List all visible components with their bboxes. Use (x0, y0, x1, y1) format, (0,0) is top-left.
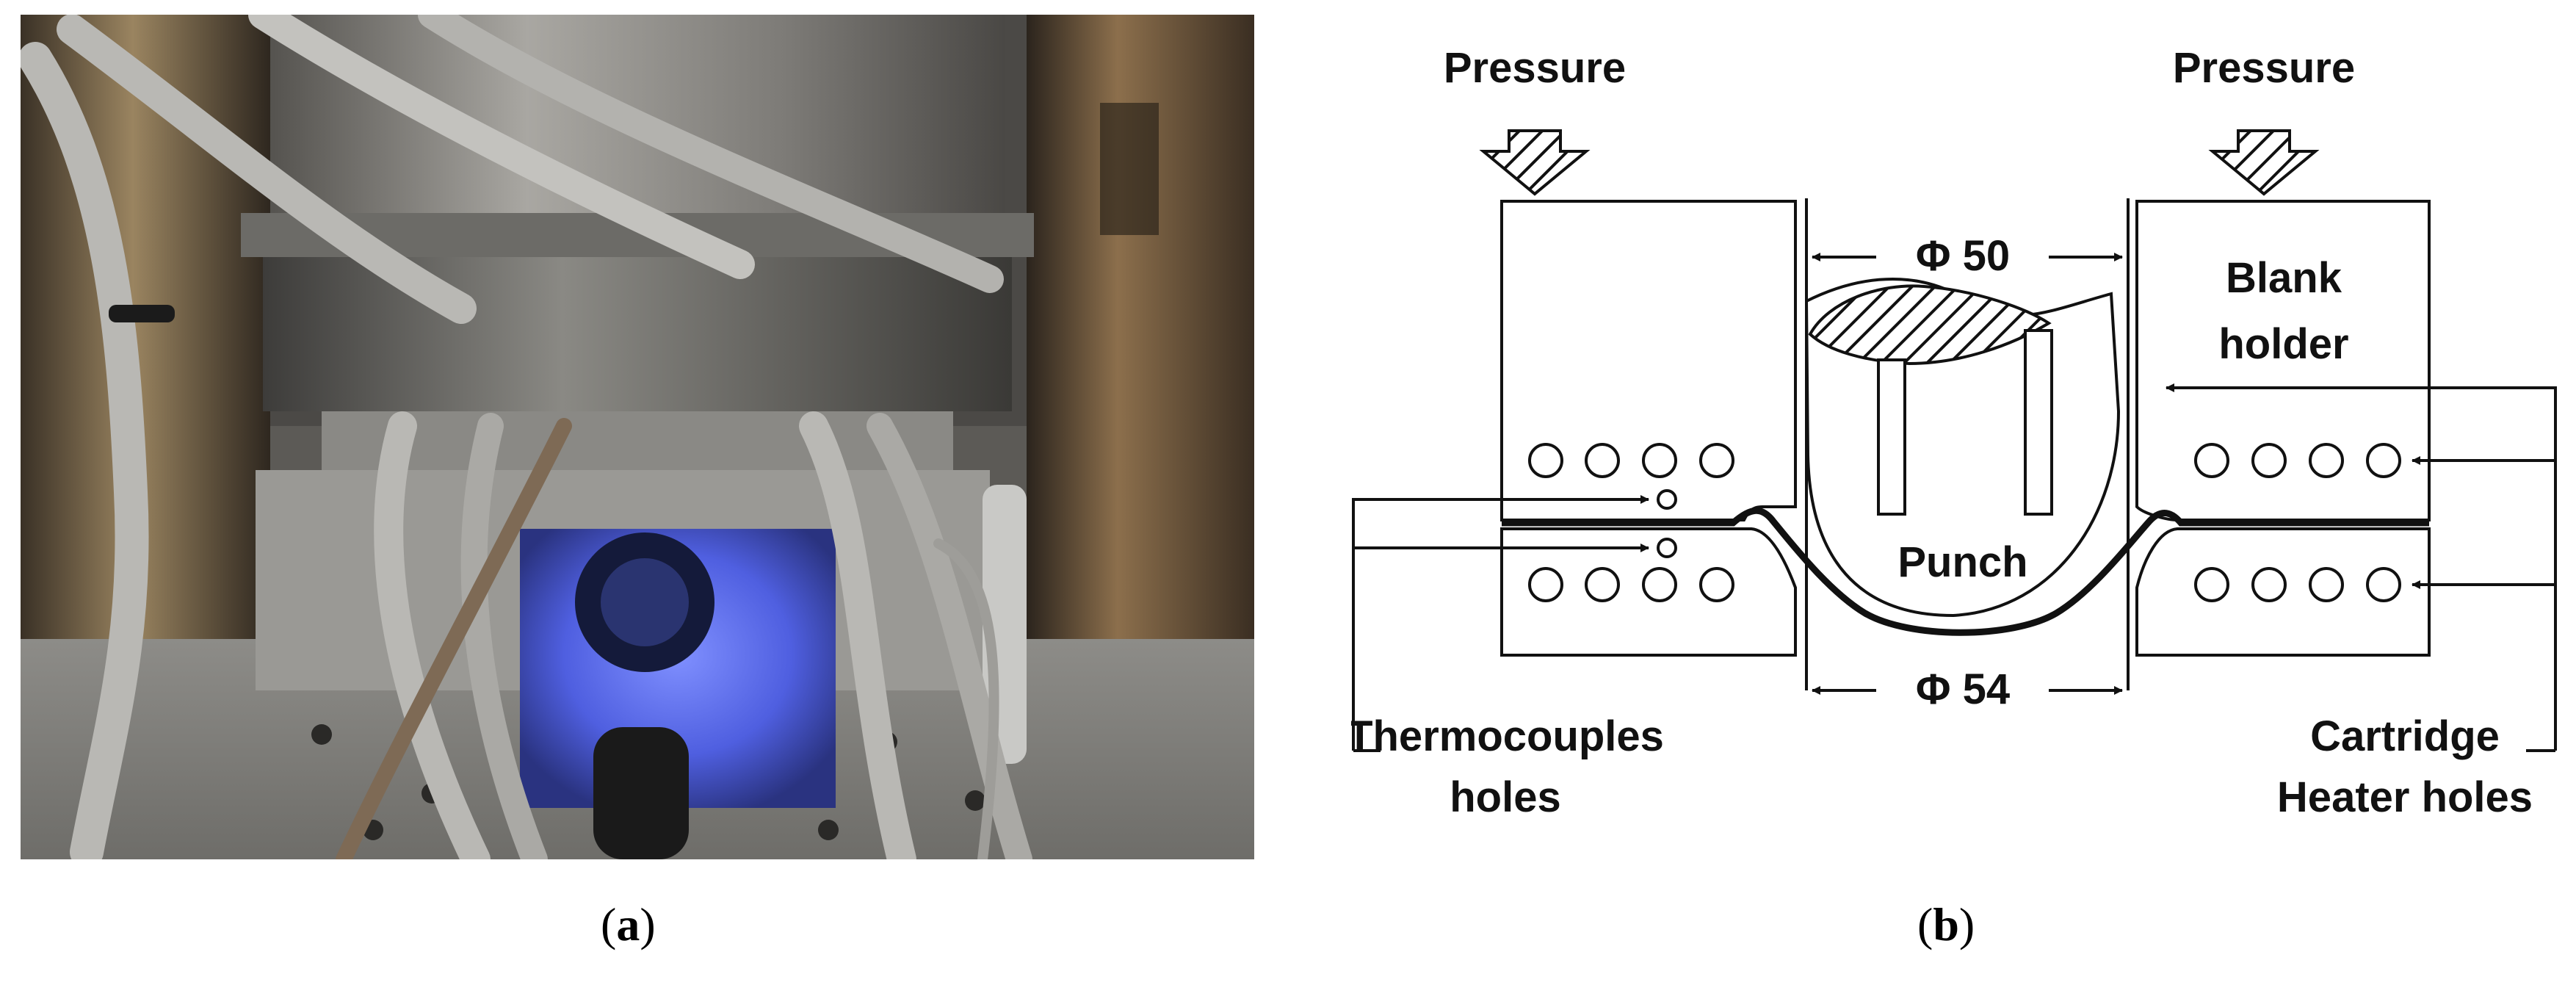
pressure-label-right: Pressure (2173, 44, 2355, 92)
schematic-svg: Pressure Pressure Φ 50 Φ 54 Blank holder… (1347, 44, 2557, 821)
cartridge-label-1: Cartridge (2310, 712, 2500, 760)
dimension-phi-54: Φ 54 (1916, 665, 2010, 713)
blank-holder-label-2: holder (2218, 320, 2348, 368)
blank-sheet (1502, 507, 2429, 636)
pressure-arrow-right (2208, 129, 2320, 196)
caption-a: (a) (601, 898, 656, 950)
thermocouples-label-2: holes (1450, 773, 1561, 821)
blank-holder-label-1: Blank (2226, 254, 2342, 302)
punch-channel-left (1877, 358, 1906, 516)
caption-a-letter: a (616, 898, 640, 950)
cartridge-leader (2166, 383, 2557, 751)
heater-holes-left (1528, 443, 1734, 602)
caption-b: (b) (1917, 898, 1975, 950)
thermocouple-hole-lower (1657, 538, 1677, 558)
left-die (1500, 527, 1797, 657)
punch-label: Punch (1897, 538, 2027, 586)
thermocouples-label-1: Thermocouples (1351, 712, 1664, 760)
thermocouple-hole-upper (1657, 489, 1677, 510)
heater-holes-right (2194, 443, 2401, 602)
caption-b-letter: b (1933, 898, 1959, 950)
punch-channel-right (2024, 329, 2053, 516)
cartridge-label-2: Heater holes (2277, 773, 2533, 821)
photo-illustration (21, 15, 1254, 859)
thermocouple-leader (1352, 495, 1649, 751)
experimental-setup-photo (21, 15, 1254, 859)
pressure-arrow-left (1479, 129, 1591, 196)
die-schematic: Pressure Pressure Φ 50 Φ 54 Blank holder… (1347, 0, 2576, 867)
pressure-label-left: Pressure (1444, 44, 1626, 92)
dimension-phi-50: Φ 50 (1916, 232, 2010, 280)
